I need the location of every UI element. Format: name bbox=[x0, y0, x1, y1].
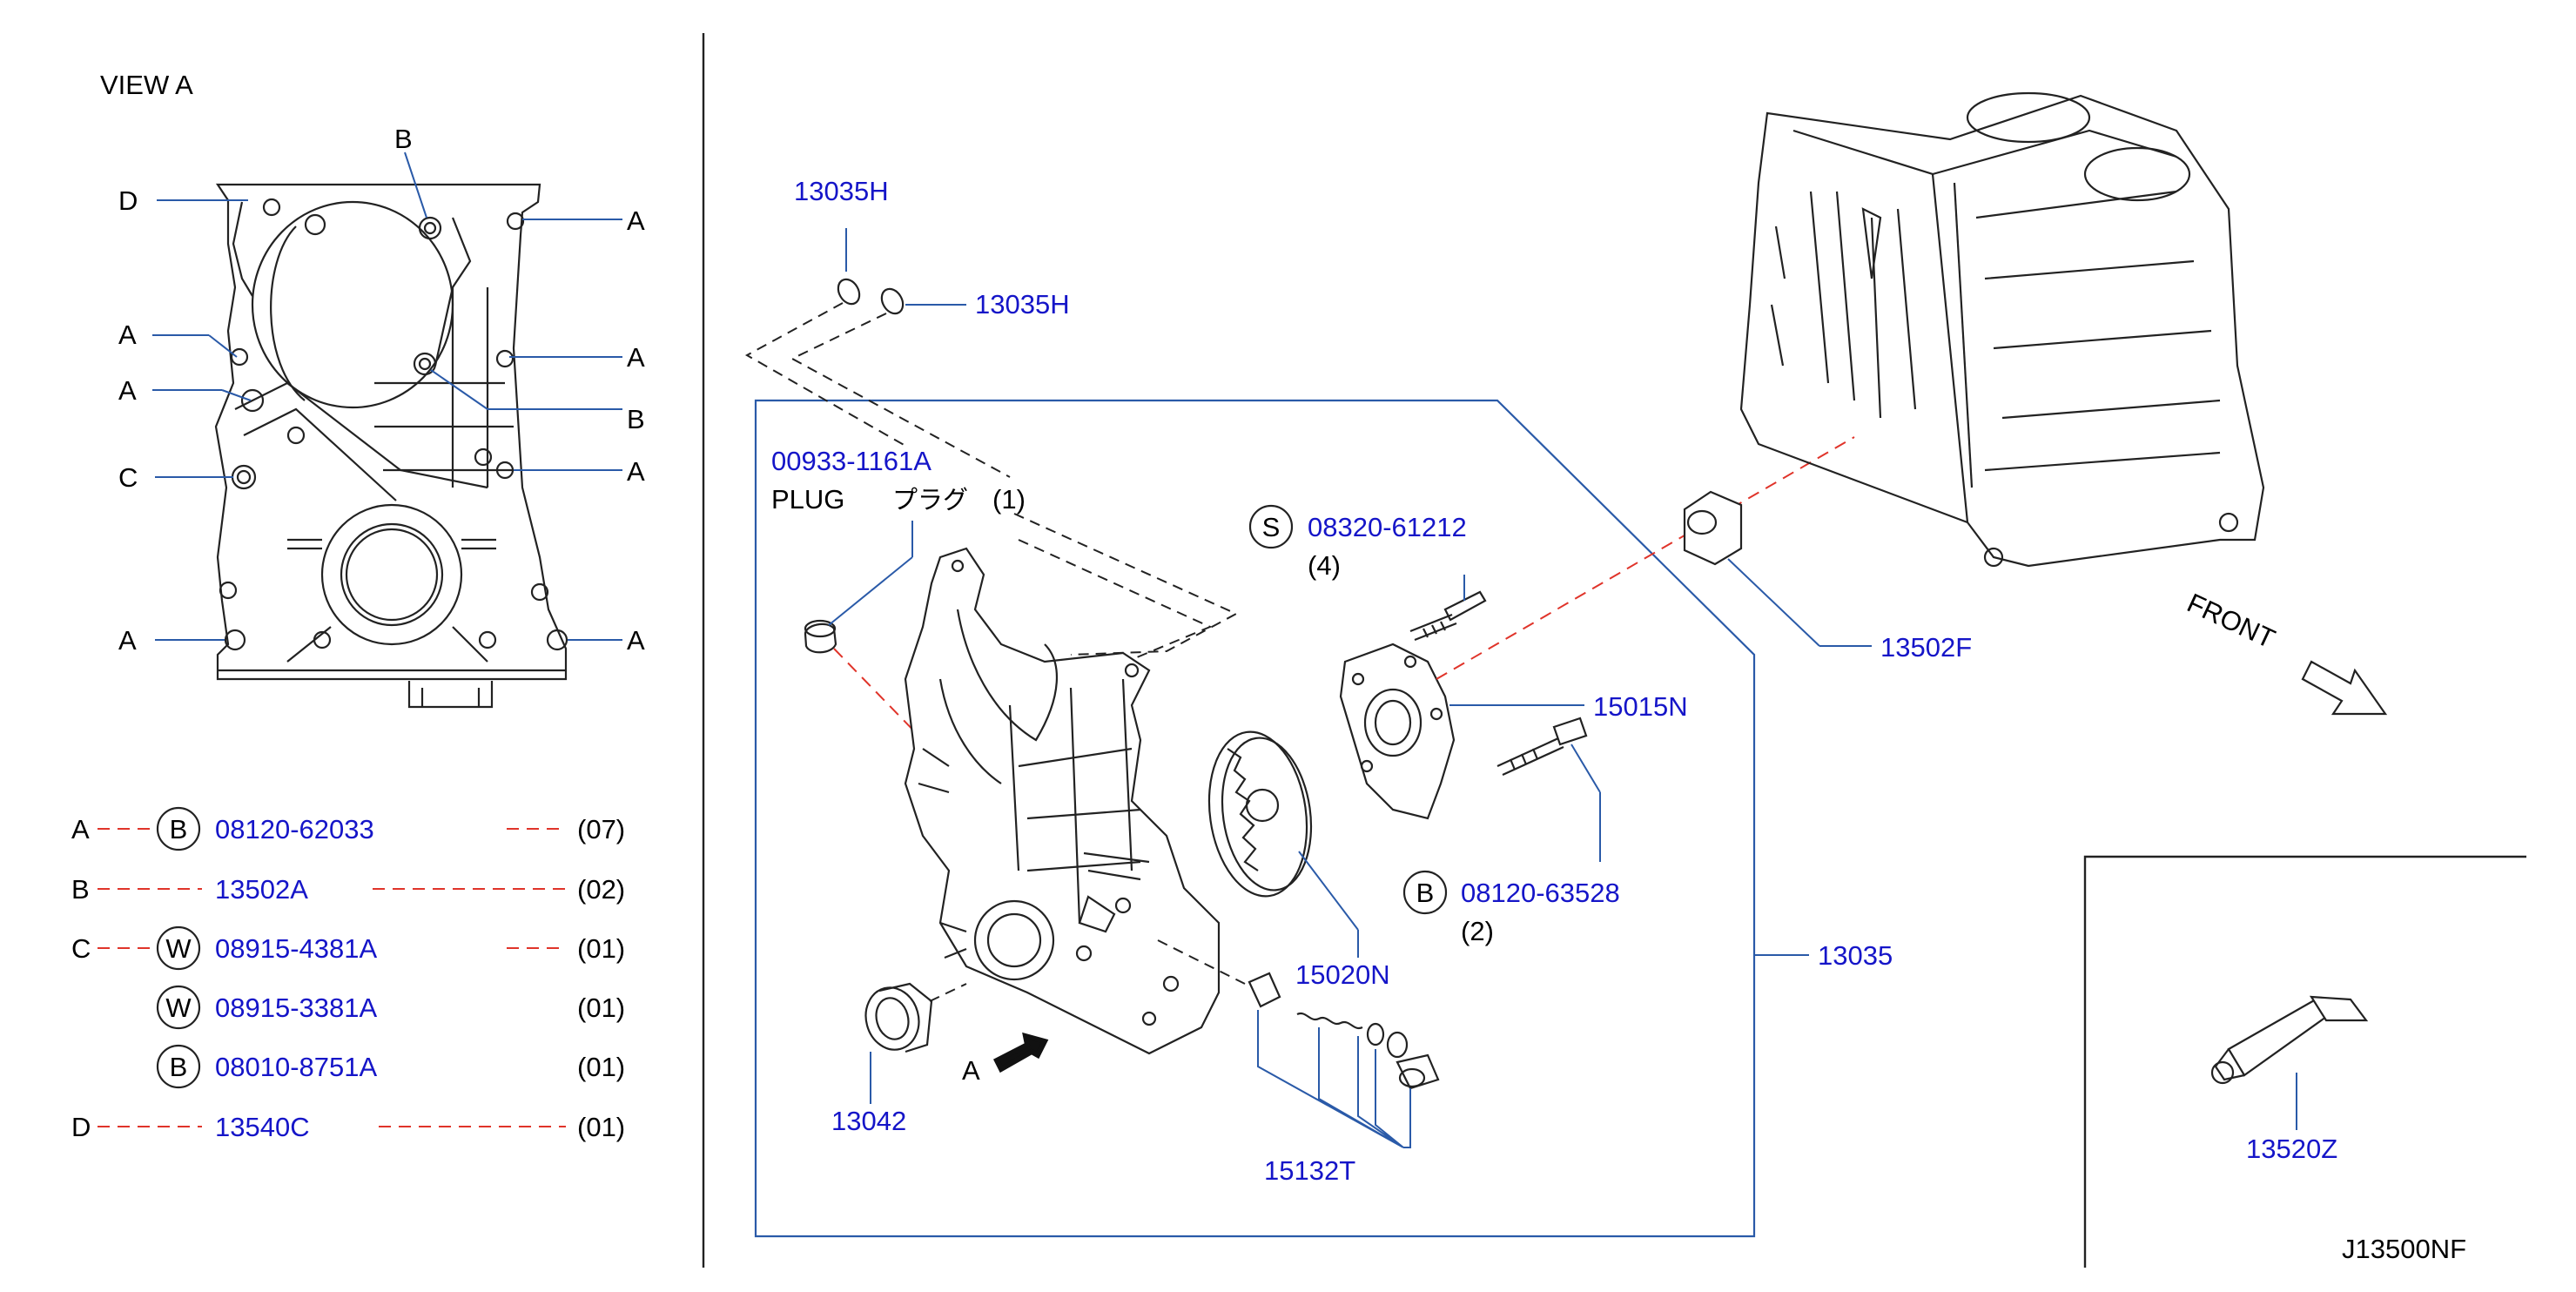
kit-13035-boundary bbox=[754, 399, 1756, 1238]
legend-qty: (01) bbox=[577, 933, 625, 964]
view-a-callout-a-7: A bbox=[627, 625, 645, 656]
legend-badge: B bbox=[170, 814, 188, 845]
oil-seal-icon bbox=[864, 982, 967, 1104]
label-15020n[interactable]: 15020N bbox=[1295, 959, 1390, 990]
plug-icon bbox=[804, 521, 924, 741]
view-a-callout-d: D bbox=[118, 185, 138, 216]
legend-ref: C bbox=[71, 933, 91, 964]
legend-ref: D bbox=[71, 1112, 91, 1142]
front-arrow-icon bbox=[2301, 660, 2388, 716]
view-a-callout-b-mid: B bbox=[627, 404, 645, 434]
view-a-callout-a-3: A bbox=[627, 342, 645, 373]
view-a-callout-a-1: A bbox=[627, 205, 645, 236]
label-08120-63528[interactable]: 08120-63528 bbox=[1461, 878, 1620, 908]
label-13035[interactable]: 13035 bbox=[1818, 940, 1893, 971]
badge-b-letter: B bbox=[1416, 878, 1435, 908]
badge-w-icon bbox=[156, 985, 201, 1030]
label-plug-en: PLUG bbox=[771, 484, 844, 515]
label-13035h-top[interactable]: 13035H bbox=[794, 176, 889, 206]
legend-part-number[interactable]: 08915-3381A bbox=[215, 993, 377, 1023]
leader-15020n bbox=[1298, 851, 1359, 931]
o-ring-icon bbox=[880, 287, 905, 315]
legend-qty: (01) bbox=[577, 1052, 625, 1082]
view-a-callout-b-top: B bbox=[394, 124, 413, 154]
badge-s-letter: S bbox=[1262, 512, 1281, 542]
pump-housing-icon bbox=[1339, 643, 1456, 820]
view-a-callout-a-2: A bbox=[118, 320, 137, 350]
legend-badge: W bbox=[165, 993, 192, 1023]
view-arrow-icon bbox=[992, 1032, 1049, 1073]
badge-s-icon bbox=[1248, 504, 1294, 549]
legend-qty: (01) bbox=[577, 1112, 625, 1142]
diagram-code: J13500NF bbox=[2342, 1234, 2466, 1264]
o-ring-icon bbox=[837, 278, 861, 306]
dowel-icon bbox=[1683, 490, 1872, 647]
label-plug-jp: プラグ bbox=[892, 485, 968, 515]
sealant-tube-icon bbox=[2210, 995, 2369, 1130]
screw-icon bbox=[1409, 575, 1487, 642]
label-13520z[interactable]: 13520Z bbox=[2246, 1134, 2337, 1164]
view-a-cover-drawing bbox=[214, 183, 568, 709]
fastener-legend: A B 08120-62033 (07) B 13502A (02) C W 0… bbox=[71, 806, 625, 1142]
front-label: FRONT bbox=[2183, 588, 2280, 655]
legend-qty: (01) bbox=[577, 993, 625, 1023]
legend-ref: B bbox=[71, 874, 90, 905]
legend-qty: (07) bbox=[577, 814, 625, 845]
relief-valve-icon bbox=[1157, 939, 1440, 1148]
legend-qty: (02) bbox=[577, 874, 625, 905]
view-a-callout-a-5: A bbox=[627, 456, 645, 487]
label-08320-qty: (4) bbox=[1308, 550, 1341, 581]
label-00933-1161a[interactable]: 00933-1161A bbox=[771, 446, 932, 476]
label-plug-qty: (1) bbox=[992, 484, 1026, 515]
label-13035h-right[interactable]: 13035H bbox=[975, 289, 1070, 320]
legend-ref: A bbox=[71, 814, 90, 845]
badge-b-icon bbox=[1402, 870, 1448, 915]
legend-part-number[interactable]: 08120-62033 bbox=[215, 814, 374, 845]
bolt-icon bbox=[1497, 717, 1601, 862]
front-cover-drawing bbox=[904, 547, 1221, 1055]
view-marker-a: A bbox=[962, 1055, 980, 1086]
view-a-callout-c: C bbox=[118, 462, 138, 493]
sealant-panel-border bbox=[2083, 855, 2526, 1268]
legend-part-number[interactable]: 13540C bbox=[215, 1112, 310, 1142]
cylinder-block-icon bbox=[1739, 91, 2265, 568]
label-08120-63528-qty: (2) bbox=[1461, 916, 1494, 946]
badge-b-icon bbox=[156, 806, 201, 851]
oil-pump-gear-icon bbox=[1207, 730, 1313, 898]
label-13502f[interactable]: 13502F bbox=[1880, 632, 1972, 663]
legend-badge: B bbox=[170, 1052, 188, 1082]
label-08320-61212[interactable]: 08320-61212 bbox=[1308, 512, 1467, 542]
o-ring-13035h-group bbox=[744, 228, 1011, 478]
view-a-title: VIEW A bbox=[100, 70, 193, 100]
label-15015n[interactable]: 15015N bbox=[1593, 691, 1688, 722]
legend-part-number[interactable]: 13502A bbox=[215, 874, 308, 905]
badge-w-icon bbox=[156, 925, 201, 971]
legend-part-number[interactable]: 08010-8751A bbox=[215, 1052, 377, 1082]
legend-badge: W bbox=[165, 933, 192, 964]
view-a-callout-a-6: A bbox=[118, 625, 137, 656]
view-a-callout-a-4: A bbox=[118, 375, 137, 406]
label-13042[interactable]: 13042 bbox=[831, 1106, 906, 1136]
legend-part-number[interactable]: 08915-4381A bbox=[215, 933, 377, 964]
alignment-line bbox=[1436, 436, 1855, 680]
view-a-callouts bbox=[152, 151, 622, 641]
label-15132t[interactable]: 15132T bbox=[1264, 1155, 1355, 1186]
badge-b-icon bbox=[156, 1044, 201, 1089]
